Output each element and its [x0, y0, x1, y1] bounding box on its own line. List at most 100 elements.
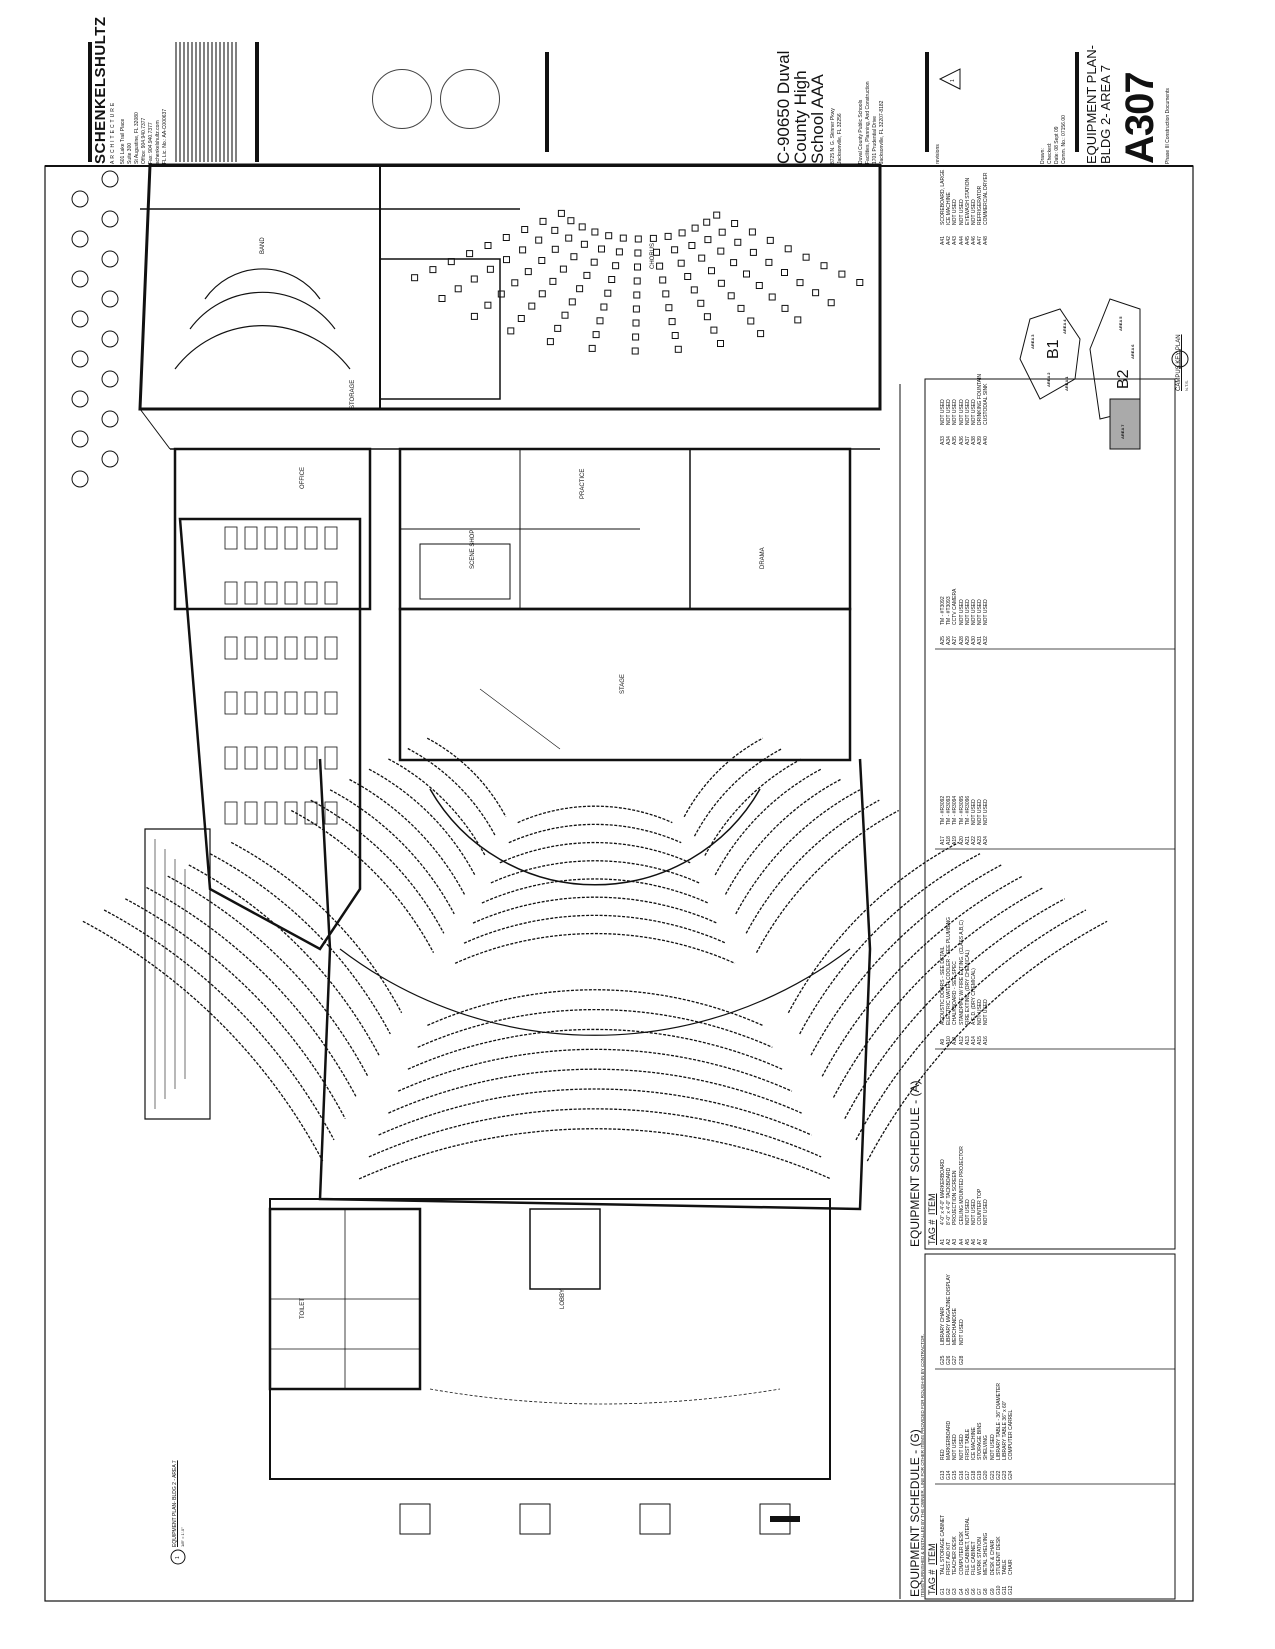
chair [632, 333, 640, 341]
table [71, 230, 89, 248]
table [71, 310, 89, 328]
chair [755, 282, 763, 289]
chair [765, 258, 773, 266]
desk [304, 691, 318, 715]
seat-row [417, 1009, 773, 1048]
desk [224, 581, 238, 605]
chair [718, 228, 726, 236]
chair [704, 236, 712, 244]
desk [264, 746, 278, 770]
ramp [144, 828, 211, 1120]
chair [703, 313, 711, 321]
seat-row [517, 805, 673, 824]
chair [802, 253, 810, 261]
interior-walls [400, 449, 640, 609]
desk [244, 801, 258, 825]
seat-row [490, 860, 700, 884]
chair [820, 262, 828, 270]
chair [598, 245, 605, 253]
desk [324, 636, 338, 660]
schedule-tag: A48 [983, 236, 990, 245]
schedule-tag: A8 [983, 1238, 990, 1245]
office-suite [379, 258, 501, 400]
client-line: Jacksonville, FL 32207-8182 [879, 100, 885, 164]
schedule-item: NOT USED [983, 599, 990, 625]
chair [561, 311, 569, 319]
seat-row [82, 920, 324, 1162]
chair [632, 305, 640, 313]
seat-row [378, 1088, 812, 1136]
chair [554, 324, 562, 332]
general-notes-block [175, 42, 237, 162]
band-riser-arc [204, 268, 321, 300]
seat-row [407, 747, 497, 837]
desk [224, 691, 238, 715]
seat-row [329, 789, 455, 915]
chair [632, 319, 640, 327]
ticket-booth [529, 1208, 601, 1290]
sheet-title-line: EQUIPMENT PLAN- [1084, 45, 1099, 164]
firm-logo: SCHENKELSHULTZ [92, 16, 109, 164]
chair [604, 289, 612, 297]
chair [671, 332, 679, 339]
project-address-line: 8725 N. G. Skinner Pkwy [830, 108, 836, 164]
room-label: SCENE SHOP [470, 529, 476, 569]
chair [688, 242, 696, 249]
room-label: DRAMA [760, 547, 766, 569]
title-bar [545, 52, 549, 152]
chair [664, 232, 672, 240]
chair [747, 317, 755, 325]
chair [757, 330, 765, 338]
chair [507, 327, 515, 335]
desk [244, 746, 258, 770]
seat-row [714, 768, 822, 876]
leader-line [479, 688, 561, 750]
chair [484, 301, 492, 309]
seat-row [704, 758, 802, 856]
schedule-tag: A40 [983, 436, 990, 445]
desk [284, 691, 298, 715]
desk [244, 691, 258, 715]
chair [656, 262, 664, 270]
chair [580, 240, 588, 248]
desk [324, 581, 338, 605]
auditorium-seating-rows [82, 737, 1108, 1180]
chair [634, 235, 642, 243]
table [71, 470, 89, 488]
title-bar [255, 42, 259, 162]
chair [497, 290, 505, 298]
schedule-column-lines [935, 648, 1175, 1485]
schedule-a-tag-header: TAG # [927, 1219, 937, 1245]
seat-row [397, 1048, 793, 1092]
revision-delta-icon [938, 68, 961, 90]
schedule-a-title: EQUIPMENT SCHEDULE - (A) [908, 1080, 922, 1247]
chair [486, 265, 494, 273]
table [101, 330, 119, 348]
chair [591, 228, 599, 236]
desk [304, 526, 318, 550]
column [639, 1503, 671, 1535]
chair [634, 249, 642, 257]
chorus-seating [411, 209, 864, 355]
schedule-g-tag-header: TAG # [927, 1569, 937, 1595]
cross-aisle [339, 948, 851, 1036]
room-label: STAGE [620, 674, 626, 694]
seat-row [388, 758, 486, 856]
chair [447, 258, 455, 266]
desk [264, 801, 278, 825]
chair [429, 266, 437, 274]
chair [690, 286, 698, 294]
seat-row [188, 864, 380, 1056]
chair [590, 258, 598, 266]
info-line: Date: 08 Sept 09 [1054, 126, 1060, 164]
chair [538, 290, 546, 298]
address-line: Suite 300 [127, 142, 133, 164]
seat-row [693, 747, 783, 837]
table [71, 350, 89, 368]
